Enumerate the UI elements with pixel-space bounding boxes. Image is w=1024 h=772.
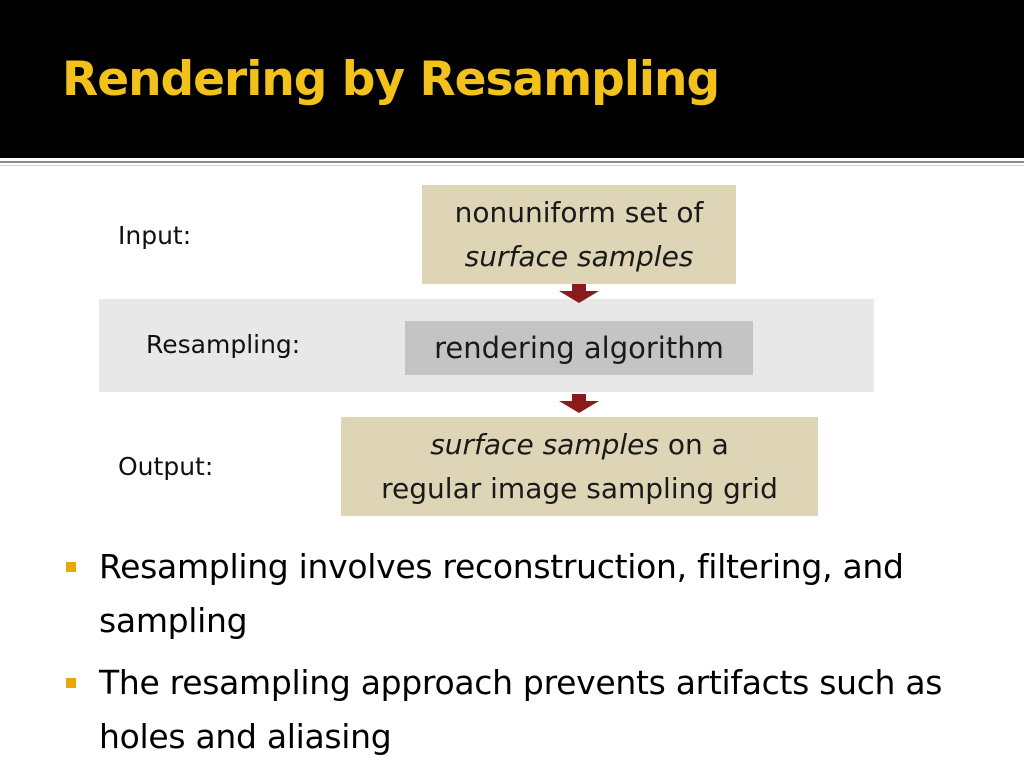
resampling-label: Resampling:	[146, 330, 301, 359]
square-bullet-icon	[66, 562, 76, 572]
algorithm-box: rendering algorithm	[405, 321, 753, 375]
output-box-line1: surface samples on a	[341, 423, 818, 467]
title-bar: Rendering by Resampling	[0, 0, 1024, 158]
down-arrow-icon	[559, 394, 599, 413]
output-box-emphasis: surface samples	[430, 428, 659, 461]
bullet-list: Resampling involves reconstruction, filt…	[62, 540, 1002, 772]
bullet-item: The resampling approach prevents artifac…	[62, 656, 1002, 764]
input-box-line2: surface samples	[464, 240, 694, 273]
input-box: nonuniform set of surface samples	[422, 185, 736, 284]
input-box-line1: nonuniform set of	[454, 196, 704, 229]
input-label: Input:	[118, 221, 192, 250]
header-divider	[0, 161, 1024, 163]
header-divider-thin	[0, 165, 1024, 166]
output-box: surface samples on a regular image sampl…	[341, 417, 818, 516]
bullet-item: Resampling involves reconstruction, filt…	[62, 540, 1002, 648]
square-bullet-icon	[66, 678, 76, 688]
output-label: Output:	[118, 452, 214, 481]
bullet-text: The resampling approach prevents artifac…	[99, 663, 943, 756]
bullet-text: Resampling involves reconstruction, filt…	[99, 547, 904, 640]
output-box-line2: regular image sampling grid	[381, 472, 778, 505]
pipeline-diagram: Input: nonuniform set of surface samples…	[99, 185, 874, 516]
down-arrow-icon	[559, 284, 599, 303]
slide-title: Rendering by Resampling	[62, 52, 720, 107]
output-box-rest: on a	[658, 428, 729, 461]
